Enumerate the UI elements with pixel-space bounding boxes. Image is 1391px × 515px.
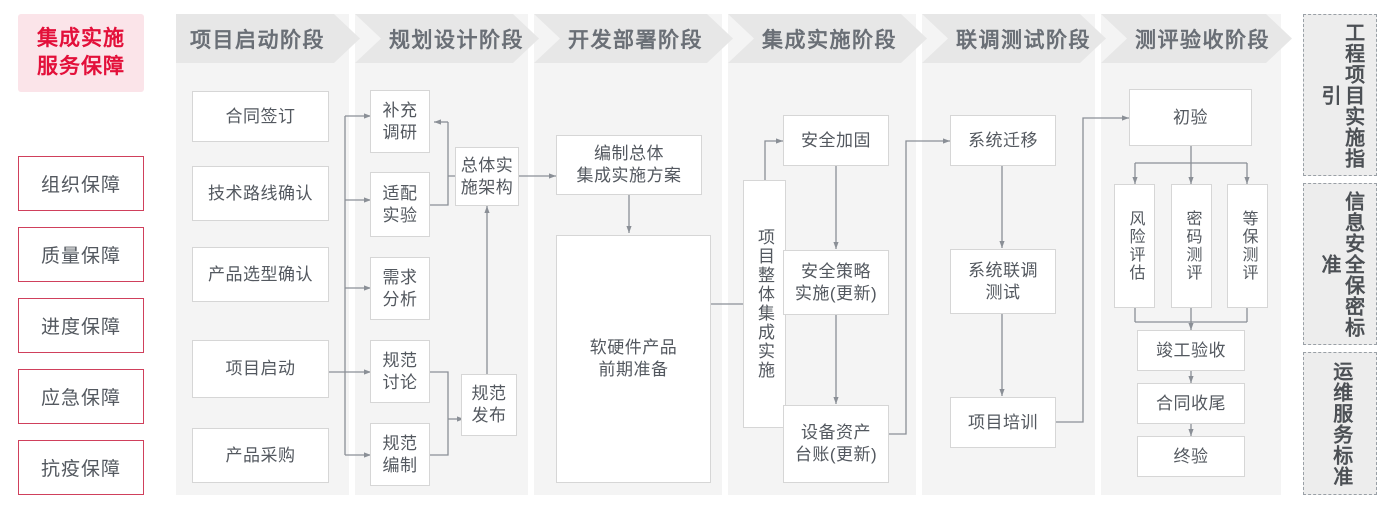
guarantee-item-epidemic[interactable]: 抗疫保障 <box>18 440 144 495</box>
node-overall-architecture[interactable]: 总体实 施架构 <box>455 147 519 206</box>
phase-header-label: 测评验收阶段 <box>1135 28 1270 52</box>
node-label-line-2: 集成实施方案 <box>576 166 682 185</box>
node-tech-route-confirm[interactable]: 技术路线确认 <box>192 166 329 221</box>
node-label: 产品采购 <box>225 445 296 465</box>
phase-header-joint-test: 联调测试阶段 <box>922 14 1106 63</box>
node-label-line-1: 设备资产 <box>800 423 871 443</box>
node-spec-drafting[interactable]: 规范 编制 <box>370 423 430 486</box>
node-hw-sw-preparation[interactable]: 软硬件产品 前期准备 <box>556 235 711 483</box>
node-label-line-1: 规范 <box>471 384 507 404</box>
node-final-acceptance[interactable]: 终验 <box>1137 436 1245 477</box>
node-label-line-2: 发布 <box>471 406 507 425</box>
phase-header-integration: 集成实施阶段 <box>728 14 927 63</box>
node-preliminary-acceptance[interactable]: 初验 <box>1129 89 1252 146</box>
diagram-title-line-2: 服务保障 <box>37 55 125 78</box>
phase-header-label: 项目启动阶段 <box>190 28 325 52</box>
phase-header-label: 规划设计阶段 <box>389 28 524 52</box>
node-label: 技术路线确认 <box>208 183 313 203</box>
node-label-line-2: 编制 <box>382 455 418 475</box>
node-label: 合同签订 <box>225 106 296 126</box>
node-label: 等保测评 <box>1239 210 1257 282</box>
node-label-line-2: 实施(更新) <box>794 283 878 303</box>
node-label: 项目培训 <box>968 412 1038 432</box>
node-project-kickoff[interactable]: 项目启动 <box>192 340 329 398</box>
guarantee-item-label: 质量保障 <box>40 246 121 267</box>
node-label-line-2: 调研 <box>382 122 418 142</box>
phase-header-planning: 规划设计阶段 <box>355 14 539 63</box>
node-label-line-1: 软硬件产品 <box>589 338 678 358</box>
node-asset-ledger-update[interactable]: 设备资产 台账(更新) <box>783 405 889 483</box>
node-supplementary-research[interactable]: 补充 调研 <box>370 90 430 153</box>
node-label: 安全加固 <box>801 130 871 150</box>
node-label: 终验 <box>1173 446 1209 466</box>
rail-panel-engineering-guide[interactable]: 工程项目实施指引 <box>1303 14 1377 176</box>
node-risk-assessment[interactable]: 风险评估 <box>1114 184 1155 308</box>
phase-header-acceptance: 测评验收阶段 <box>1101 14 1292 63</box>
phase-header-label: 开发部署阶段 <box>568 28 703 52</box>
rail-panel-infosec-standard[interactable]: 信息安全保密标准 <box>1303 183 1377 345</box>
node-label-line-1: 规范 <box>382 350 418 370</box>
node-crypto-evaluation[interactable]: 密码测评 <box>1171 184 1212 308</box>
phase-header-development: 开发部署阶段 <box>534 14 733 63</box>
node-label-line-1: 适配 <box>382 183 418 203</box>
node-system-joint-test[interactable]: 系统联调 测试 <box>950 249 1056 314</box>
node-label: 密码测评 <box>1183 210 1201 282</box>
diagram-title-line-1: 集成实施 <box>37 27 125 51</box>
node-system-migration[interactable]: 系统迁移 <box>950 115 1056 166</box>
guarantee-item-label: 抗疫保障 <box>40 459 121 480</box>
guarantee-item-quality[interactable]: 质量保障 <box>18 227 144 282</box>
node-contract-signing[interactable]: 合同签订 <box>192 91 329 142</box>
node-label-line-1: 需求 <box>382 267 418 287</box>
node-label: 初验 <box>1173 107 1208 127</box>
node-label: 系统迁移 <box>968 130 1038 150</box>
phase-header-startup: 项目启动阶段 <box>176 14 360 63</box>
node-label: 风险评估 <box>1126 210 1144 282</box>
node-product-procurement[interactable]: 产品采购 <box>192 428 329 483</box>
node-label: 合同收尾 <box>1156 393 1226 413</box>
guarantee-item-label: 应急保障 <box>40 388 121 409</box>
rail-panel-label: 信息安全保密标准 <box>1318 190 1364 338</box>
node-label-line-2: 讨论 <box>382 372 418 392</box>
node-label-line-2: 分析 <box>382 289 418 309</box>
node-label-line-2: 前期准备 <box>598 360 669 379</box>
node-label-line-2: 测试 <box>985 282 1021 302</box>
node-security-policy-update[interactable]: 安全策略 实施(更新) <box>783 250 889 315</box>
node-adaptation-experiment[interactable]: 适配 实验 <box>370 172 430 237</box>
node-overall-integration-plan[interactable]: 编制总体 集成实施方案 <box>556 135 702 195</box>
guarantee-item-schedule[interactable]: 进度保障 <box>18 298 144 353</box>
node-label-line-1: 补充 <box>382 100 418 120</box>
node-completion-acceptance[interactable]: 竣工验收 <box>1137 330 1245 371</box>
node-project-training[interactable]: 项目培训 <box>950 397 1056 448</box>
node-label: 项目启动 <box>225 359 296 379</box>
node-spec-discussion[interactable]: 规范 讨论 <box>370 340 430 403</box>
node-label-line-1: 安全策略 <box>800 261 871 281</box>
node-label: 产品选型确认 <box>208 264 313 284</box>
node-label-line-2: 施架构 <box>460 177 514 197</box>
node-label-line-1: 编制总体 <box>594 144 664 164</box>
guarantee-item-emergency[interactable]: 应急保障 <box>18 369 144 424</box>
node-contract-closeout[interactable]: 合同收尾 <box>1137 383 1245 424</box>
rail-panel-label: 工程项目实施指引 <box>1318 21 1364 169</box>
node-label-line-1: 系统联调 <box>968 260 1038 280</box>
node-overall-project-integration[interactable]: 项目整体集成实施 <box>743 180 786 428</box>
node-label-line-1: 规范 <box>382 433 418 453</box>
node-requirement-analysis[interactable]: 需求 分析 <box>370 257 430 320</box>
node-security-hardening[interactable]: 安全加固 <box>783 115 889 166</box>
node-spec-release[interactable]: 规范 发布 <box>461 374 517 436</box>
phase-header-label: 集成实施阶段 <box>762 28 897 52</box>
diagram-title-card: 集成实施 服务保障 <box>18 14 144 92</box>
node-label: 竣工验收 <box>1156 340 1226 360</box>
rail-panel-ops-service-standard[interactable]: 运维服务标准 <box>1303 352 1377 495</box>
phase-header-label: 联调测试阶段 <box>956 28 1091 52</box>
guarantee-item-label: 组织保障 <box>40 175 121 196</box>
guarantee-item-organization[interactable]: 组织保障 <box>18 156 144 211</box>
rail-panel-label: 运维服务标准 <box>1329 360 1352 487</box>
node-mlps-evaluation[interactable]: 等保测评 <box>1227 184 1268 308</box>
guarantee-item-label: 进度保障 <box>40 317 121 338</box>
node-label-line-1: 总体实 <box>460 155 514 175</box>
node-label: 项目整体集成实施 <box>755 228 774 380</box>
node-label-line-2: 实验 <box>382 205 418 225</box>
node-label-line-2: 台账(更新) <box>794 445 878 464</box>
node-product-selection-confirm[interactable]: 产品选型确认 <box>192 247 329 302</box>
